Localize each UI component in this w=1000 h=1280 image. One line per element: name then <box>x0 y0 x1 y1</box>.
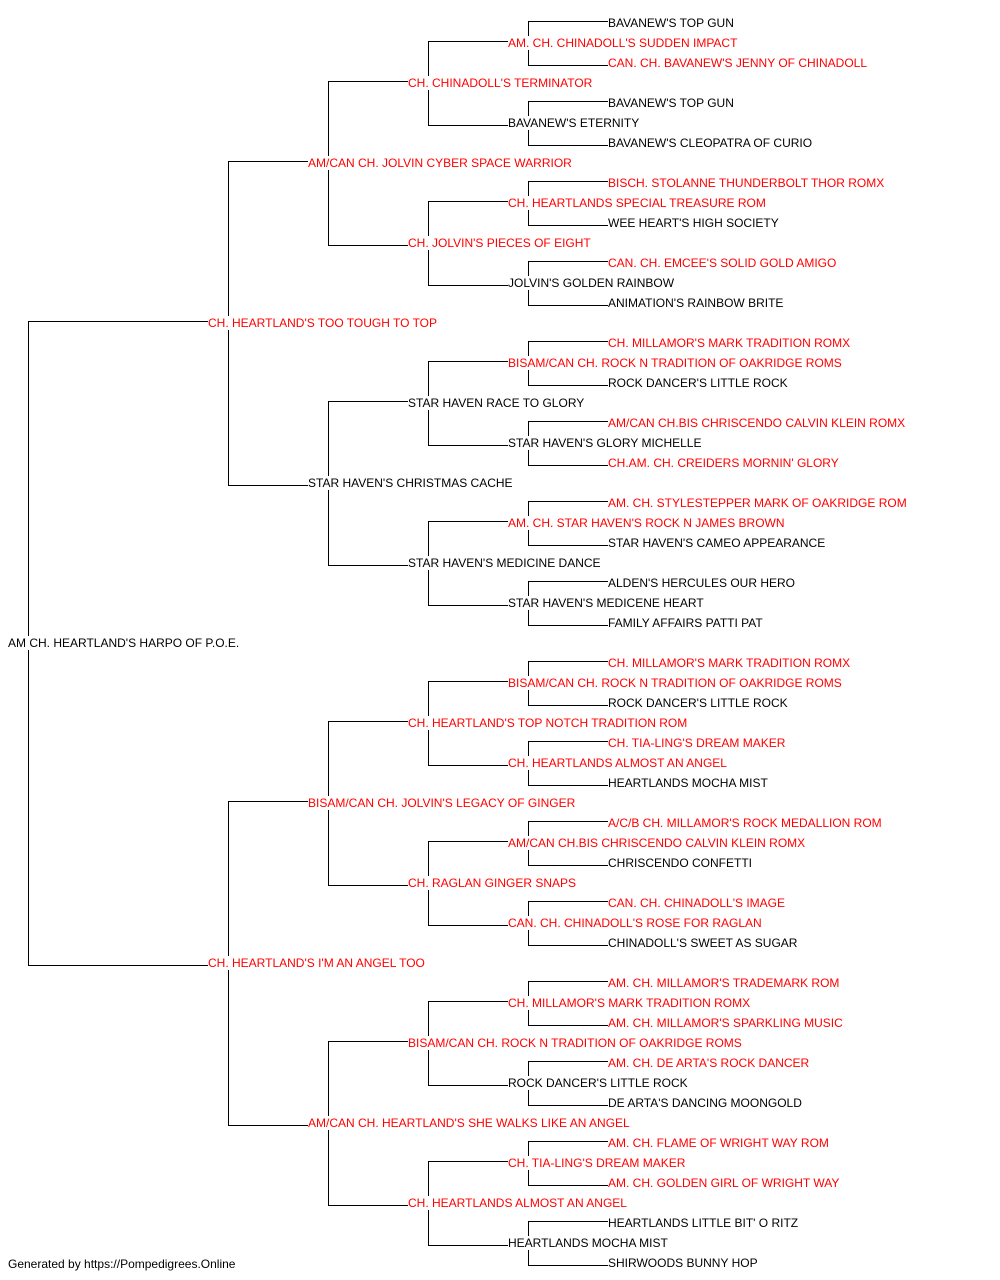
pedigree-entry-gen5-dam: ROCK DANCER'S LITTLE ROCK <box>608 696 790 710</box>
pedigree-entry-gen4-dam: ROCK DANCER'S LITTLE ROCK <box>508 1076 690 1090</box>
pedigree-entry-gen5-dam: CH.AM. CH. CREIDERS MORNIN' GLORY <box>608 456 841 470</box>
pedigree-entry-gen4-dam: STAR HAVEN'S MEDICENE HEART <box>508 596 706 610</box>
pedigree-entry-gen4-sire: AM/CAN CH.BIS CHRISCENDO CALVIN KLEIN RO… <box>508 836 808 850</box>
pedigree-entry-gen5-dam: WEE HEART'S HIGH SOCIETY <box>608 216 781 230</box>
pedigree-entry-gen5-sire: AM/CAN CH.BIS CHRISCENDO CALVIN KLEIN RO… <box>608 416 908 430</box>
pedigree-entry-gen5-sire: AM. CH. STYLESTEPPER MARK OF OAKRIDGE RO… <box>608 496 909 510</box>
pedigree-entry-gen5-sire: A/C/B CH. MILLAMOR'S ROCK MEDALLION ROM <box>608 816 884 830</box>
pedigree-entry-gen4-dam: BAVANEW'S ETERNITY <box>508 116 642 130</box>
pedigree-entry-gen3-sire: STAR HAVEN RACE TO GLORY <box>408 396 587 410</box>
pedigree-entry-gen4-sire: AM. CH. STAR HAVEN'S ROCK N JAMES BROWN <box>508 516 787 530</box>
pedigree-entry-gen3-sire: CH. HEARTLAND'S TOP NOTCH TRADITION ROM <box>408 716 690 730</box>
pedigree-entry-gen5-dam: AM. CH. MILLAMOR'S SPARKLING MUSIC <box>608 1016 845 1030</box>
pedigree-entry-gen5-dam: CHINADOLL'S SWEET AS SUGAR <box>608 936 800 950</box>
pedigree-entry-gen5-sire: AM. CH. DE ARTA'S ROCK DANCER <box>608 1056 812 1070</box>
pedigree-entry-gen3-dam: CH. JOLVIN'S PIECES OF EIGHT <box>408 236 593 250</box>
pedigree-entry-gen5-dam: ANIMATION'S RAINBOW BRITE <box>608 296 786 310</box>
pedigree-entry-gen2-dam: AM/CAN CH. HEARTLAND'S SHE WALKS LIKE AN… <box>308 1116 632 1130</box>
pedigree-entry-gen3-sire: BISAM/CAN CH. ROCK N TRADITION OF OAKRID… <box>408 1036 744 1050</box>
pedigree-entry-gen4-sire: BISAM/CAN CH. ROCK N TRADITION OF OAKRID… <box>508 676 844 690</box>
pedigree-entry-gen5-sire: BAVANEW'S TOP GUN <box>608 96 736 110</box>
pedigree-entry-gen5-sire: AM. CH. FLAME OF WRIGHT WAY ROM <box>608 1136 831 1150</box>
pedigree-entry-gen5-sire: ALDEN'S HERCULES OUR HERO <box>608 576 797 590</box>
pedigree-entry-gen5-dam: BAVANEW'S CLEOPATRA OF CURIO <box>608 136 815 150</box>
pedigree-entry-gen5-sire: CH. MILLAMOR'S MARK TRADITION ROMX <box>608 656 853 670</box>
pedigree-entry-gen4-sire: CH. TIA-LING'S DREAM MAKER <box>508 1156 688 1170</box>
pedigree-entry-gen5-sire: CH. TIA-LING'S DREAM MAKER <box>608 736 788 750</box>
pedigree-entry-gen5-dam: AM. CH. GOLDEN GIRL OF WRIGHT WAY <box>608 1176 842 1190</box>
pedigree-entry-gen5-dam: HEARTLANDS MOCHA MIST <box>608 776 770 790</box>
pedigree-entry-gen5-dam: STAR HAVEN'S CAMEO APPEARANCE <box>608 536 828 550</box>
pedigree-entry-gen5-sire: BAVANEW'S TOP GUN <box>608 16 736 30</box>
pedigree-entry-gen3-dam: CH. HEARTLANDS ALMOST AN ANGEL <box>408 1196 629 1210</box>
pedigree-entry-gen4-sire: CH. MILLAMOR'S MARK TRADITION ROMX <box>508 996 753 1010</box>
pedigree-entry-gen5-dam: FAMILY AFFAIRS PATTI PAT <box>608 616 765 630</box>
pedigree-entry-gen1-sire: CH. HEARTLAND'S TOO TOUGH TO TOP <box>208 316 440 330</box>
pedigree-entry-gen4-dam: CH. HEARTLANDS ALMOST AN ANGEL <box>508 756 729 770</box>
pedigree-entry-gen2-sire: BISAM/CAN CH. JOLVIN'S LEGACY OF GINGER <box>308 796 578 810</box>
pedigree-entry-gen4-dam: JOLVIN'S GOLDEN RAINBOW <box>508 276 677 290</box>
pedigree-entry-gen5-dam: CAN. CH. BAVANEW'S JENNY OF CHINADOLL <box>608 56 870 70</box>
pedigree-entry-gen2-dam: STAR HAVEN'S CHRISTMAS CACHE <box>308 476 515 490</box>
pedigree-entry-gen4-sire: BISAM/CAN CH. ROCK N TRADITION OF OAKRID… <box>508 356 844 370</box>
pedigree-entry-gen2-sire: AM/CAN CH. JOLVIN CYBER SPACE WARRIOR <box>308 156 574 170</box>
pedigree-entry-gen3-sire: CH. CHINADOLL'S TERMINATOR <box>408 76 595 90</box>
pedigree-entry-gen4-dam: CAN. CH. CHINADOLL'S ROSE FOR RAGLAN <box>508 916 764 930</box>
pedigree-entry-gen5-dam: SHIRWOODS BUNNY HOP <box>608 1256 760 1270</box>
pedigree-entry-gen5-sire: BISCH. STOLANNE THUNDERBOLT THOR ROMX <box>608 176 887 190</box>
pedigree-entry-gen3-dam: STAR HAVEN'S MEDICINE DANCE <box>408 556 603 570</box>
pedigree-entry-gen4-dam: STAR HAVEN'S GLORY MICHELLE <box>508 436 704 450</box>
pedigree-entry-gen5-sire: CAN. CH. CHINADOLL'S IMAGE <box>608 896 787 910</box>
generated-by-footer: Generated by https://Pompedigrees.Online <box>8 1257 236 1271</box>
pedigree-entry-gen5-dam: CHRISCENDO CONFETTI <box>608 856 754 870</box>
pedigree-entry-gen4-sire: AM. CH. CHINADOLL'S SUDDEN IMPACT <box>508 36 740 50</box>
pedigree-entry-gen4-sire: CH. HEARTLANDS SPECIAL TREASURE ROM <box>508 196 768 210</box>
pedigree-entry-gen0-subject: AM CH. HEARTLAND'S HARPO OF P.O.E. <box>8 636 242 650</box>
pedigree-entry-gen3-dam: CH. RAGLAN GINGER SNAPS <box>408 876 579 890</box>
pedigree-entry-gen4-dam: HEARTLANDS MOCHA MIST <box>508 1236 670 1250</box>
pedigree-entry-gen5-sire: HEARTLANDS LITTLE BIT' O RITZ <box>608 1216 801 1230</box>
pedigree-entry-gen5-sire: AM. CH. MILLAMOR'S TRADEMARK ROM <box>608 976 842 990</box>
pedigree-entry-gen5-dam: ROCK DANCER'S LITTLE ROCK <box>608 376 790 390</box>
pedigree-entry-gen5-dam: DE ARTA'S DANCING MOONGOLD <box>608 1096 804 1110</box>
pedigree-entry-gen5-sire: CH. MILLAMOR'S MARK TRADITION ROMX <box>608 336 853 350</box>
pedigree-entry-gen1-dam: CH. HEARTLAND'S I'M AN ANGEL TOO <box>208 956 427 970</box>
pedigree-entry-gen5-sire: CAN. CH. EMCEE'S SOLID GOLD AMIGO <box>608 256 839 270</box>
